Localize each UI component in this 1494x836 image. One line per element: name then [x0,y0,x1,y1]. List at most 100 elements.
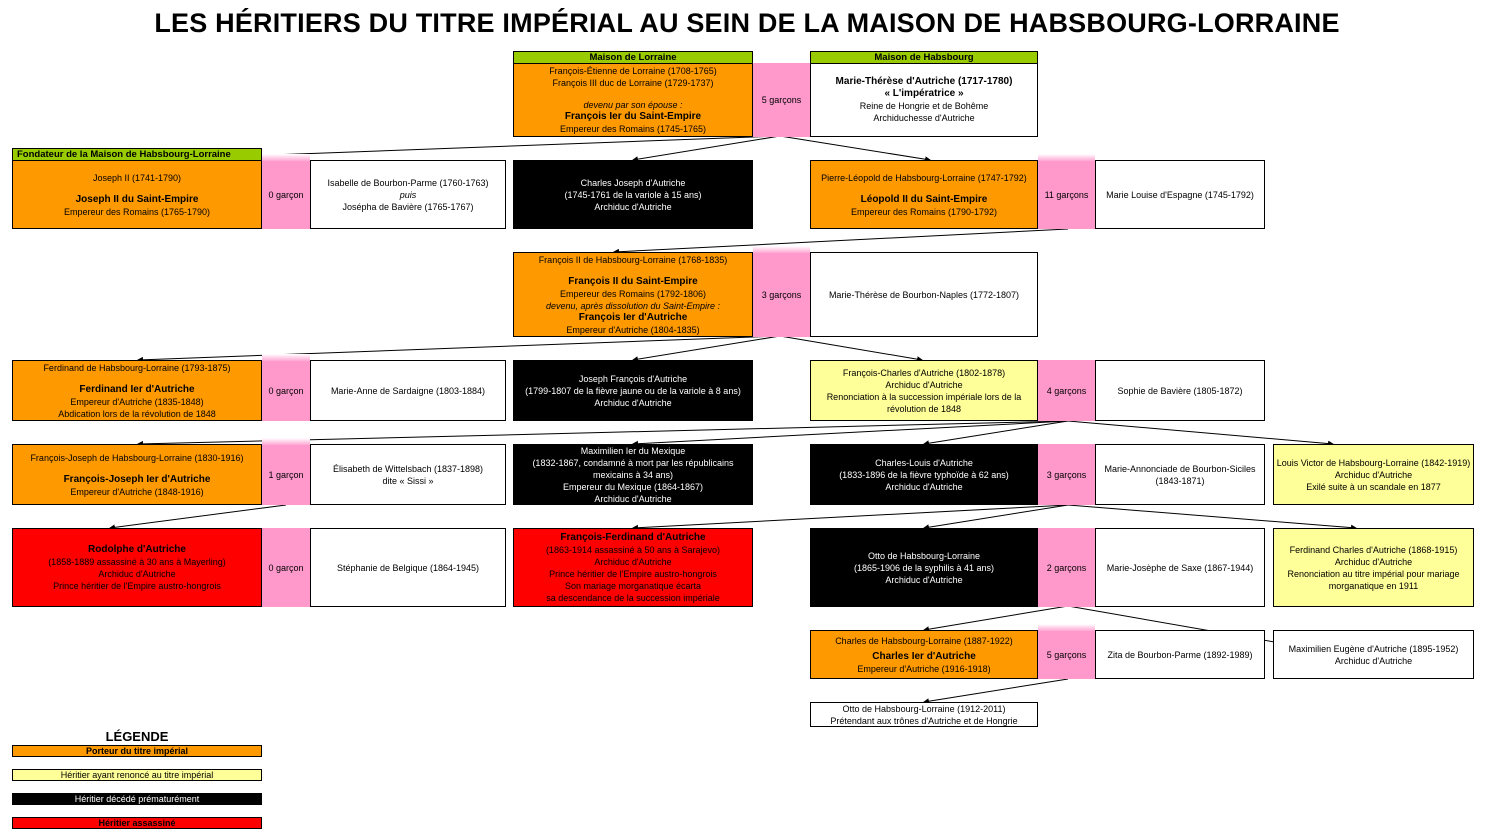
person-line: mexicains à 34 ans) [592,469,674,480]
person-line: Otto de Habsbourg-Lorraine [867,550,981,561]
sons-count: 0 garçon [262,361,310,421]
person-line: (1832-1867, condamné à mort par les répu… [532,457,734,468]
person-title: Rodolphe d'Autriche [88,543,186,555]
person-marie-therese-naples: Marie-Thérèse de Bourbon-Naples (1772-18… [810,252,1038,337]
person-line: Marie Louise d'Espagne (1745-1792) [1106,189,1254,200]
person-line: Archiduc d'Autriche [885,574,963,585]
person-line: Sophie de Bavière (1805-1872) [1117,385,1243,396]
person-marie-josephe: Marie-Josèphe de Saxe (1867-1944) [1095,528,1265,607]
person-line: Charles Joseph d'Autriche [580,177,686,188]
person-rodolphe: Rodolphe d'Autriche (1858-1889 assassiné… [12,528,262,607]
person-francois-ferdinand: François-Ferdinand d'Autriche (1863-1914… [513,528,753,607]
person-line: Empereur d'Autriche (1804-1835) [566,324,700,335]
person-maximilien-eugene: Maximilien Eugène d'Autriche (1895-1952)… [1273,630,1474,679]
person-line: Ferdinand Charles d'Autriche (1868-1915) [1289,544,1458,555]
person-title: François-Joseph Ier d'Autriche [63,473,211,485]
person-line: Renonciation au titre impérial pour mari… [1287,568,1460,579]
person-line: Empereur des Romains (1745-1765) [559,124,707,134]
person-line: (1858-1889 assassiné à 30 ans à Mayerlin… [48,556,226,567]
sons-count: 11 garçons [1038,161,1095,229]
person-line: Empereur des Romains (1792-1806) [559,288,707,299]
person-line: Empereur d'Autriche (1916-1918) [857,663,991,674]
person-line: Archiduc d'Autriche [594,201,672,212]
person-line: François-Charles d'Autriche (1802-1878) [842,367,1006,378]
person-line: Otto de Habsbourg-Lorraine (1912-2011) [842,703,1006,714]
person-line: Charles-Louis d'Autriche [875,457,973,468]
legend-item-emperor: Porteur du titre impérial [12,745,262,757]
person-isabelle-bourbon-parme: Isabelle de Bourbon-Parme (1760-1763) pu… [310,160,506,229]
person-line: Ferdinand de Habsbourg-Lorraine (1793-18… [43,362,231,373]
person-line: Charles de Habsbourg-Lorraine (1887-1922… [835,635,1013,646]
person-leopold-ii: Pierre-Léopold de Habsbourg-Lorraine (17… [810,160,1038,229]
person-title: Ferdinand Ier d'Autriche [79,383,195,395]
person-line: Marie-Josèphe de Saxe (1867-1944) [1106,562,1254,573]
sons-count: 3 garçons [1038,444,1095,505]
person-line: (1745-1761 de la variole à 15 ans) [564,189,702,200]
person-line: Prétendant aux trônes d'Autriche et de H… [830,715,1018,726]
person-title: « L'impératrice » [884,88,964,99]
page-title: LES HÉRITIERS DU TITRE IMPÉRIAL AU SEIN … [154,8,1340,38]
person-francois-ier: François-Étienne de Lorraine (1708-1765)… [513,63,753,137]
sons-count: 5 garçons [753,63,810,137]
person-otto-habsbourg: Otto de Habsbourg-Lorraine (1912-2011) P… [810,702,1038,727]
person-line: (1863-1914 assassiné à 50 ans à Sarajevo… [545,544,721,555]
person-title: François Ier d'Autriche [578,311,688,323]
person-line: révolution de 1848 [886,403,962,414]
person-line: devenu, après dissolution du Saint-Empir… [545,300,721,311]
person-sophie: Sophie de Bavière (1805-1872) [1095,360,1265,421]
person-maximilien-mexique: Maximilien Ier du Mexique (1832-1867, co… [513,444,753,505]
person-line: Zita de Bourbon-Parme (1892-1989) [1107,649,1253,660]
sons-count: 5 garçons [1038,631,1095,679]
person-line: (1833-1896 de la fièvre typhoïde à 62 an… [839,469,1009,480]
person-line: (1865-1906 de la syphilis à 41 ans) [853,562,995,573]
sons-count: 4 garçons [1038,360,1095,421]
person-line: Archiduchesse d'Autriche [873,113,975,123]
person-line: Stéphanie de Belgique (1864-1945) [336,562,480,573]
person-line: Marie-Anne de Sardaigne (1803-1884) [330,385,486,396]
person-line: Archiduc d'Autriche [98,568,176,579]
person-charles-louis: Charles-Louis d'Autriche (1833-1896 de l… [810,444,1038,505]
person-line: Élisabeth de Wittelsbach (1837-1898) [332,463,484,474]
legend-title: LÉGENDE [105,729,169,744]
person-line: Empereur des Romains (1790-1792) [850,206,998,217]
person-line: Archiduc d'Autriche [594,397,672,408]
sons-count: 3 garçons [753,253,810,337]
person-marie-therese: Marie-Thérèse d'Autriche (1717-1780) « L… [810,63,1038,137]
person-joseph-ii: Joseph II (1741-1790) Joseph II du Saint… [12,160,262,229]
sons-count: 0 garçon [262,161,310,229]
person-line: François II de Habsbourg-Lorraine (1768-… [538,254,728,265]
person-line: Josépha de Bavière (1765-1767) [342,201,474,212]
person-line: Archiduc d'Autriche [885,481,963,492]
person-line: Empereur d'Autriche (1848-1916) [70,486,204,497]
person-charles-joseph: Charles Joseph d'Autriche (1745-1761 de … [513,160,753,229]
person-line: Empereur du Mexique (1864-1867) [562,481,704,492]
person-marie-annonciade: Marie-Annonciade de Bourbon-Siciles (184… [1095,444,1265,505]
person-line: Maximilien Eugène d'Autriche (1895-1952) [1288,643,1459,654]
person-line: Marie-Annonciade de Bourbon-Siciles [1104,463,1256,474]
person-line: François-Joseph de Habsbourg-Lorraine (1… [30,452,244,463]
person-line: Maximilien Ier du Mexique [580,445,686,456]
person-stephanie: Stéphanie de Belgique (1864-1945) [310,528,506,607]
person-line: Prince héritier de l'Empire austro-hongr… [549,568,717,579]
person-elisabeth: Élisabeth de Wittelsbach (1837-1898) dit… [310,444,506,505]
person-line: Archiduc d'Autriche [594,556,672,567]
person-title: Charles Ier d'Autriche [872,650,976,662]
person-line: puis [399,189,417,200]
person-line: Pierre-Léopold de Habsbourg-Lorraine (17… [821,172,1027,183]
person-line: Archiduc d'Autriche [594,493,672,504]
person-line: Prince héritier de l'Empire austro-hongr… [53,580,221,591]
person-line: Empereur des Romains (1765-1790) [63,206,211,217]
person-louis-victor: Louis Victor de Habsbourg-Lorraine (1842… [1273,444,1474,505]
person-line: François III duc de Lorraine (1729-1737) [552,78,714,88]
person-line: sa descendance de la succession impérial… [546,592,720,603]
person-line: Isabelle de Bourbon-Parme (1760-1763) [327,177,489,188]
person-title: Joseph II du Saint-Empire [75,193,199,205]
person-line: Louis Victor de Habsbourg-Lorraine (1842… [1276,457,1471,468]
person-line: devenu par son épouse : [583,100,683,110]
person-line: Archiduc d'Autriche [885,379,963,390]
person-francois-joseph: François-Joseph de Habsbourg-Lorraine (1… [12,444,262,505]
person-charles-ier: Charles de Habsbourg-Lorraine (1887-1922… [810,630,1038,679]
person-line: Son mariage morganatique écarta [564,580,702,591]
person-line: Empereur d'Autriche (1835-1848) [70,396,204,407]
